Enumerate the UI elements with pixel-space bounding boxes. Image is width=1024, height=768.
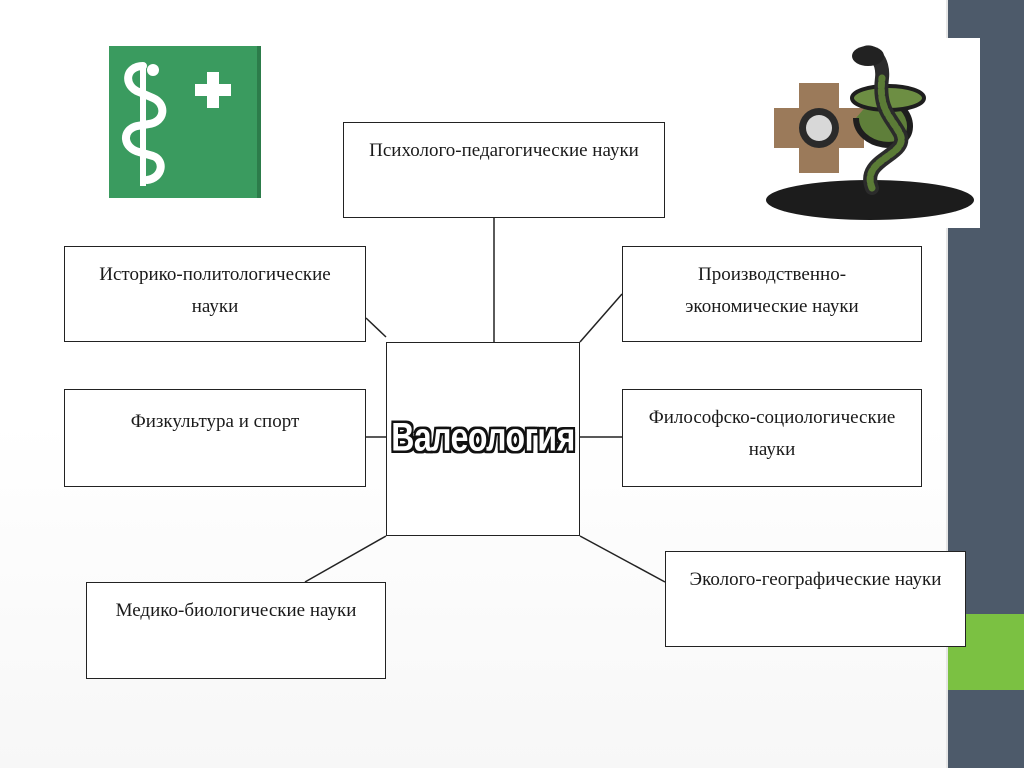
box-physical-culture-sport: Физкультура и спорт	[64, 389, 366, 487]
center-box: Валеология	[386, 342, 580, 536]
box-label: Эколого-географические науки	[689, 569, 942, 590]
box-production-economic: Производственно-экономические науки	[622, 246, 922, 342]
connector-bottom-left	[304, 535, 387, 583]
box-psychological-pedagogical: Психолого-педагогические науки	[343, 122, 665, 218]
box-label: Производственно-экономические науки	[685, 264, 859, 317]
box-medical-biological: Медико-биологические науки	[86, 582, 386, 679]
box-label: Философско-социологические науки	[648, 407, 896, 460]
sidebar-edge	[946, 0, 948, 768]
connector-top-right	[579, 293, 623, 343]
box-label: Историко-политологические науки	[99, 264, 331, 317]
box-label: Психолого-педагогические науки	[369, 140, 639, 161]
connector-lines	[304, 218, 666, 583]
box-ecological-geographic: Эколого-географические науки	[665, 551, 966, 647]
medical-staff-plus-icon	[109, 46, 261, 198]
center-title: Валеология	[391, 414, 575, 460]
box-label: Физкультура и спорт	[130, 411, 300, 432]
box-label: Медико-биологические науки	[115, 600, 357, 621]
box-historical-political: Историко-политологические науки	[64, 246, 366, 342]
connector-top-left	[365, 317, 387, 338]
connector-bottom-right	[579, 535, 666, 583]
serpent-bowl-icon	[760, 38, 980, 228]
box-philosophical-sociological: Философско-социологические науки	[622, 389, 922, 487]
